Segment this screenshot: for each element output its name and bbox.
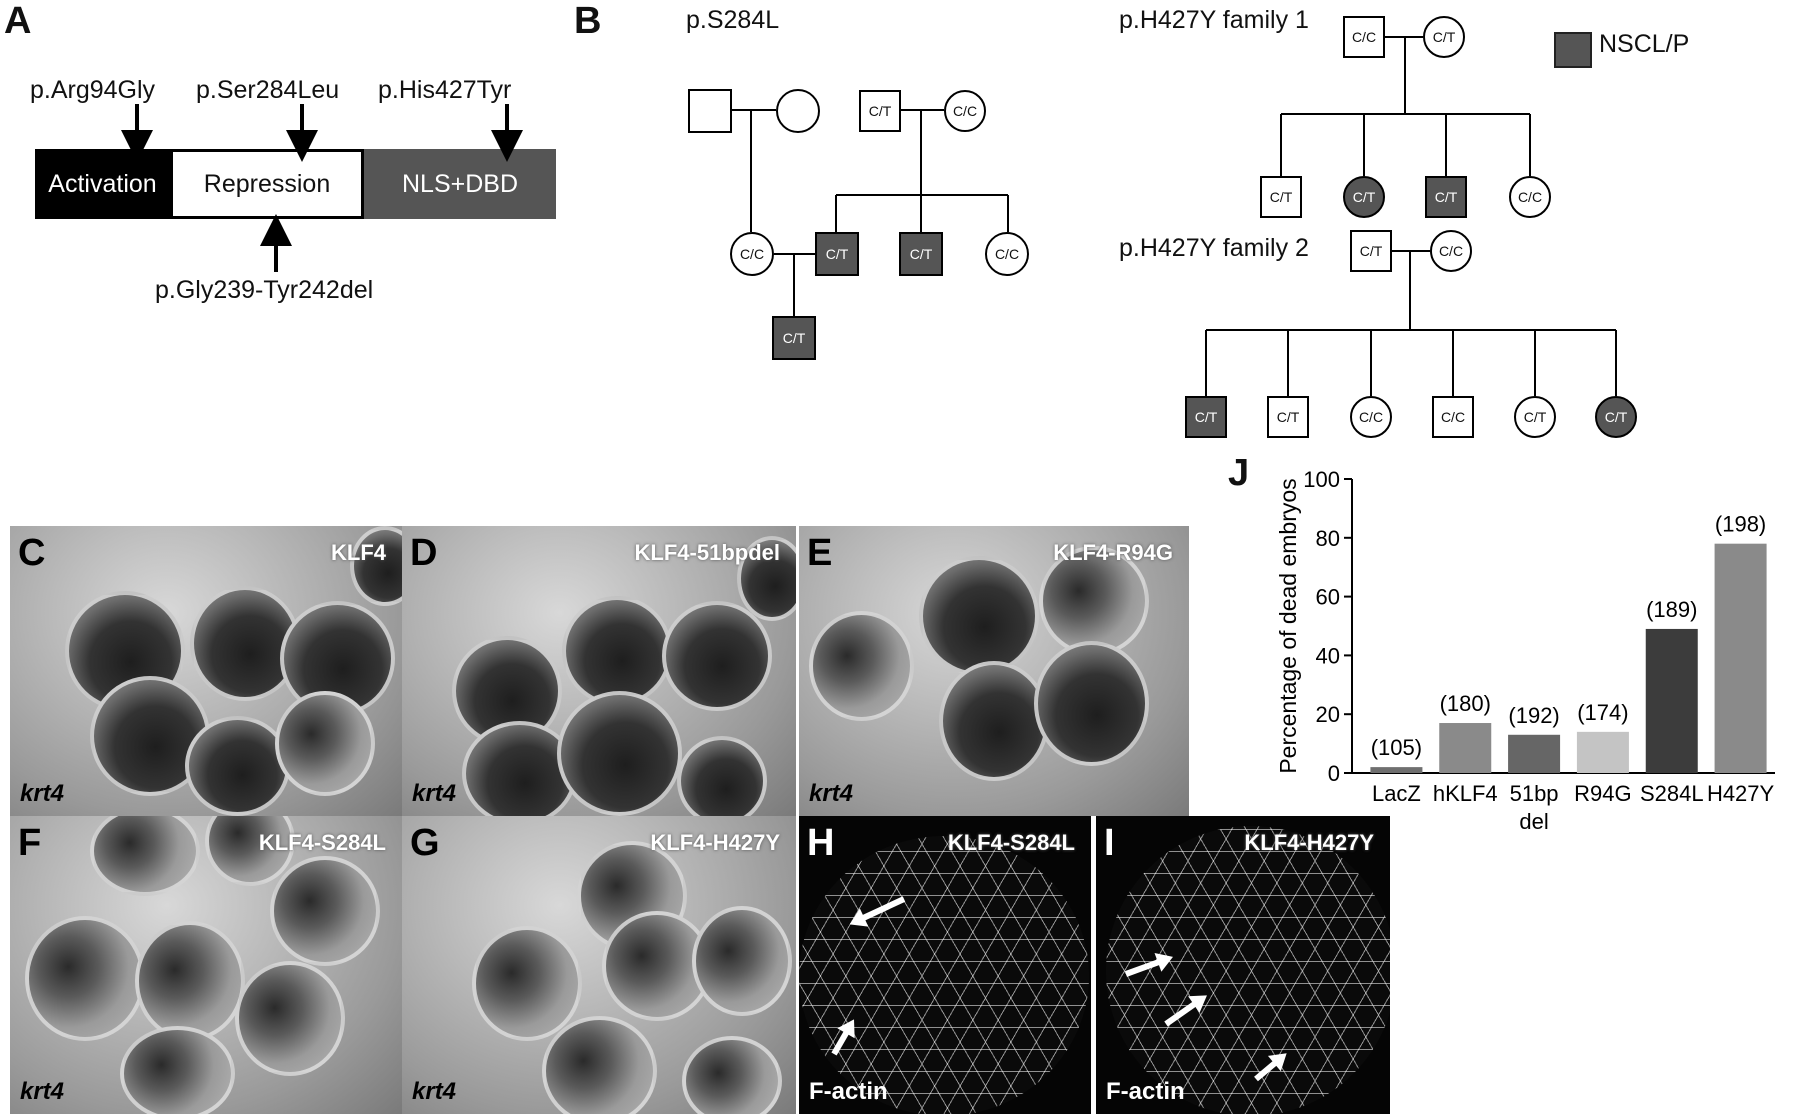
panel-letter-c: C	[18, 532, 46, 574]
pedigree-female-ct: C/T	[1423, 16, 1465, 58]
bar	[1576, 731, 1629, 773]
pedigree-male-cc: C/C	[1432, 396, 1474, 438]
x-tick-label: del	[1519, 809, 1548, 834]
pedigree-male-ct: C/T	[1260, 176, 1302, 218]
bar	[1714, 543, 1767, 773]
pedigree-title-h427y-family-2: p.H427Y family 2	[1119, 234, 1309, 262]
pedigree-affected-female-ct: C/T	[1343, 176, 1385, 218]
pedigree-affected-male-ct: C/T	[815, 232, 859, 276]
panel-letter-j: J	[1228, 452, 1250, 494]
micrograph-c: C KLF4 krt4	[10, 526, 402, 816]
pedigree-affected-female-ct: C/T	[1595, 396, 1637, 438]
bar-count-label: (174)	[1577, 700, 1628, 725]
x-tick-label: H427Y	[1707, 781, 1775, 806]
pedigree-affected-male-ct: C/T	[899, 232, 943, 276]
domain-nls-dbd-label: NLS+DBD	[401, 169, 518, 198]
y-tick-label: 20	[1316, 702, 1340, 727]
panel-letter-b: B	[574, 0, 602, 42]
pedigree-male-ct: C/T	[859, 90, 901, 132]
bar	[1439, 723, 1492, 773]
pedigree-female-cc: C/C	[1350, 396, 1392, 438]
domain-nls-dbd: NLS+DBD	[364, 149, 556, 219]
x-tick-label: S284L	[1640, 781, 1704, 806]
bar	[1508, 734, 1561, 773]
panel-letter-h: H	[807, 822, 835, 864]
bar	[1645, 628, 1698, 773]
x-tick-label: LacZ	[1372, 781, 1421, 806]
pedigree-title-s284l: p.S284L	[686, 6, 780, 34]
micrograph-d: D KLF4-51bpdel krt4	[402, 526, 796, 816]
pedigree-female-unknown	[776, 89, 820, 133]
micrograph-i: I KLF4-H427Y F-actin	[1096, 816, 1390, 1114]
pedigree-affected-male-ct: C/T	[772, 316, 816, 360]
domain-repression-label: Repression	[203, 169, 331, 198]
pedigree-female-ct: C/T	[1514, 396, 1556, 438]
pedigree-affected-male-ct: C/T	[1185, 396, 1227, 438]
bar-count-label: (105)	[1371, 735, 1422, 760]
micrograph-h: H KLF4-S284L F-actin	[799, 816, 1091, 1114]
domain-activation-label: Activation	[48, 169, 157, 198]
panel-letter-g: G	[410, 822, 440, 864]
bar	[1370, 767, 1423, 773]
x-tick-label: 51bp	[1510, 781, 1559, 806]
mutation-label-h427y: p.His427Tyr	[378, 76, 512, 104]
stain-label-krt4: krt4	[412, 780, 457, 807]
bar-count-label: (189)	[1646, 597, 1697, 622]
bar-count-label: (198)	[1715, 512, 1766, 537]
stain-label-f-actin: F-actin	[1106, 1078, 1185, 1105]
legend-affected-swatch	[1554, 32, 1592, 68]
pedigree-female-cc: C/C	[730, 232, 774, 276]
x-tick-label: R94G	[1574, 781, 1631, 806]
pedigree-male-unknown	[688, 89, 732, 133]
mutation-label-deletion: p.Gly239-Tyr242del	[155, 276, 374, 304]
mutation-label-r94g: p.Arg94Gly	[30, 76, 156, 104]
micrograph-g: G KLF4-H427Y krt4	[402, 816, 796, 1114]
pedigree-female-cc: C/C	[1430, 230, 1472, 272]
stain-label-f-actin: F-actin	[809, 1078, 888, 1105]
pedigree-female-cc: C/C	[1509, 176, 1551, 218]
micrograph-label-klf4-s284l: KLF4-S284L	[947, 830, 1075, 855]
pedigree-male-ct: C/T	[1267, 396, 1309, 438]
bar-count-label: (180)	[1440, 691, 1491, 716]
legend-affected-label: NSCL/P	[1599, 30, 1690, 58]
stain-label-krt4: krt4	[20, 1078, 65, 1105]
pedigree-male-ct: C/T	[1350, 230, 1392, 272]
micrograph-label-klf4-h427y: KLF4-H427Y	[1244, 830, 1374, 855]
y-tick-label: 80	[1316, 526, 1340, 551]
y-tick-label: 40	[1316, 643, 1340, 668]
stain-label-krt4: krt4	[412, 1078, 457, 1105]
micrograph-label-klf4-r94g: KLF4-R94G	[1053, 540, 1173, 565]
x-tick-label: hKLF4	[1433, 781, 1498, 806]
panel-letter-a: A	[4, 0, 32, 42]
y-tick-label: 0	[1328, 761, 1340, 786]
micrograph-f: F KLF4-S284L krt4	[10, 816, 402, 1114]
micrograph-label-klf4-s284l: KLF4-S284L	[258, 830, 386, 855]
bar-count-label: (192)	[1508, 703, 1559, 728]
y-tick-label: 100	[1303, 467, 1340, 492]
panel-letter-i: I	[1104, 822, 1115, 864]
micrograph-label-klf4-51bpdel: KLF4-51bpdel	[634, 540, 780, 565]
panel-letter-e: E	[807, 532, 833, 574]
stain-label-krt4: krt4	[20, 780, 65, 807]
pedigree-title-h427y-family-1: p.H427Y family 1	[1119, 6, 1309, 34]
y-tick-label: 60	[1316, 585, 1340, 610]
domain-activation: Activation	[35, 149, 170, 219]
micrograph-e: E KLF4-R94G krt4	[799, 526, 1189, 816]
micrograph-label-klf4: KLF4	[331, 540, 386, 565]
pedigree-female-cc: C/C	[944, 90, 986, 132]
panel-letter-f: F	[18, 822, 42, 864]
pedigree-affected-male-ct: C/T	[1425, 176, 1467, 218]
panel-letter-d: D	[410, 532, 438, 574]
y-axis-label: Percentage of dead embryos	[1275, 478, 1301, 773]
pedigree-male-cc: C/C	[1343, 16, 1385, 58]
stain-label-krt4: krt4	[809, 780, 854, 807]
micrograph-label-klf4-h427y: KLF4-H427Y	[650, 830, 780, 855]
pedigree-female-cc: C/C	[985, 232, 1029, 276]
mutation-label-s284l: p.Ser284Leu	[196, 76, 340, 104]
